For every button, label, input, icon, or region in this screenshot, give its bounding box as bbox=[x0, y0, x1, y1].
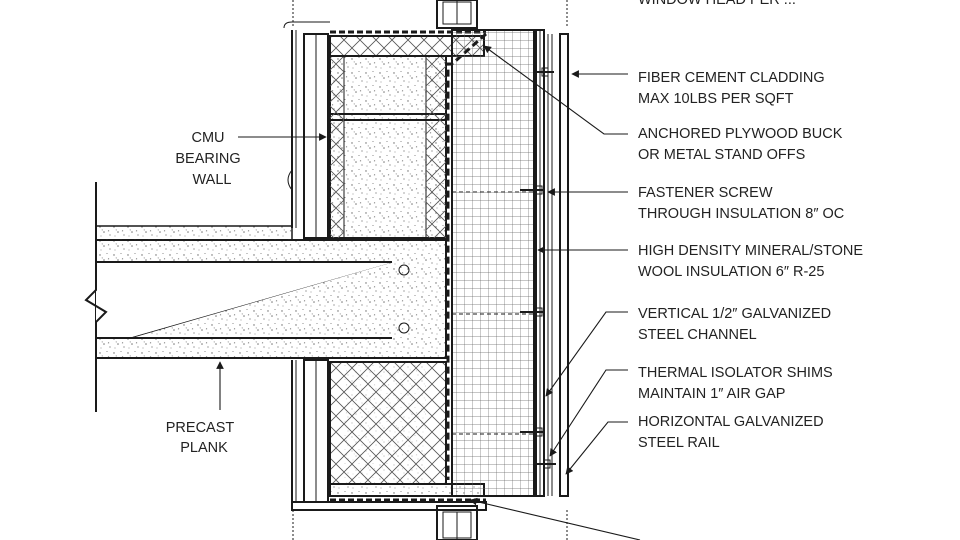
precast-label-line-2: PLANK bbox=[180, 440, 228, 456]
cladding-label-line-1: FIBER CEMENT CLADDING bbox=[638, 70, 825, 86]
cladding-label-line-2: MAX 10LBS PER SQFT bbox=[638, 91, 794, 107]
label-fiber-cement-cladding: FIBER CEMENT CLADDING MAX 10LBS PER SQFT bbox=[571, 70, 825, 107]
channel-label-line-1: VERTICAL 1/2″ GALVANIZED bbox=[638, 306, 831, 322]
mineral-wool-insulation bbox=[451, 29, 535, 497]
fastener-label-line-1: FASTENER SCREW bbox=[638, 185, 773, 201]
window-head-label-line-1: WINDOW HEAD PER ... bbox=[638, 0, 796, 8]
label-horizontal-rail: HORIZONTAL GALVANIZED STEEL RAIL bbox=[565, 414, 824, 475]
fiber-cement-cladding bbox=[547, 33, 569, 497]
interior-finish bbox=[283, 21, 330, 502]
buck-label-line-2: OR METAL STAND OFFS bbox=[638, 147, 805, 163]
window-frame-upper bbox=[436, 0, 478, 29]
precast-label-line-1: PRECAST bbox=[166, 420, 235, 436]
guide-lines bbox=[292, 0, 568, 540]
cmu-label-line-2: BEARING bbox=[175, 151, 240, 167]
label-cmu-bearing-wall: CMU BEARING WALL bbox=[175, 130, 327, 188]
precast-plank bbox=[84, 182, 447, 412]
vertical-channel bbox=[535, 29, 545, 497]
cmu-block-lower bbox=[329, 361, 447, 485]
rail-label-line-1: HORIZONTAL GALVANIZED bbox=[638, 414, 824, 430]
rail-label-line-2: STEEL RAIL bbox=[638, 435, 720, 451]
fastener-2 bbox=[520, 185, 544, 195]
cmu-label-line-1: CMU bbox=[191, 130, 224, 146]
fastener-5 bbox=[536, 459, 556, 469]
label-window-head: WINDOW HEAD PER ... bbox=[638, 0, 796, 8]
shims-label-line-2: MAINTAIN 1″ AIR GAP bbox=[638, 386, 785, 402]
label-mineral-wool: HIGH DENSITY MINERAL/STONE WOOL INSULATI… bbox=[537, 243, 863, 280]
label-plywood-buck: ANCHORED PLYWOOD BUCK OR METAL STAND OFF… bbox=[483, 45, 843, 163]
bottom-leader bbox=[469, 497, 641, 540]
wool-label-line-2: WOOL INSULATION 6″ R-25 bbox=[638, 264, 824, 280]
label-vertical-channel: VERTICAL 1/2″ GALVANIZED STEEL CHANNEL bbox=[545, 306, 831, 397]
wool-label-line-1: HIGH DENSITY MINERAL/STONE bbox=[638, 243, 863, 259]
fastener-3 bbox=[520, 307, 544, 317]
cmu-label-line-3: WALL bbox=[193, 172, 232, 188]
channel-label-line-2: STEEL CHANNEL bbox=[638, 327, 757, 343]
fastener-1 bbox=[534, 67, 554, 77]
label-fastener-screw: FASTENER SCREW THROUGH INSULATION 8″ OC bbox=[547, 185, 844, 222]
fastener-4 bbox=[520, 427, 544, 437]
shims-label-line-1: THERMAL ISOLATOR SHIMS bbox=[638, 365, 833, 381]
label-isolator-shims: THERMAL ISOLATOR SHIMS MAINTAIN 1″ AIR G… bbox=[549, 365, 833, 457]
buck-label-line-1: ANCHORED PLYWOOD BUCK bbox=[638, 126, 843, 142]
cmu-block-upper bbox=[329, 55, 447, 239]
label-precast-plank: PRECAST PLANK bbox=[166, 361, 235, 456]
fastener-label-line-2: THROUGH INSULATION 8″ OC bbox=[638, 206, 844, 222]
fastener-screws bbox=[520, 67, 556, 469]
window-frame-lower bbox=[436, 505, 478, 540]
